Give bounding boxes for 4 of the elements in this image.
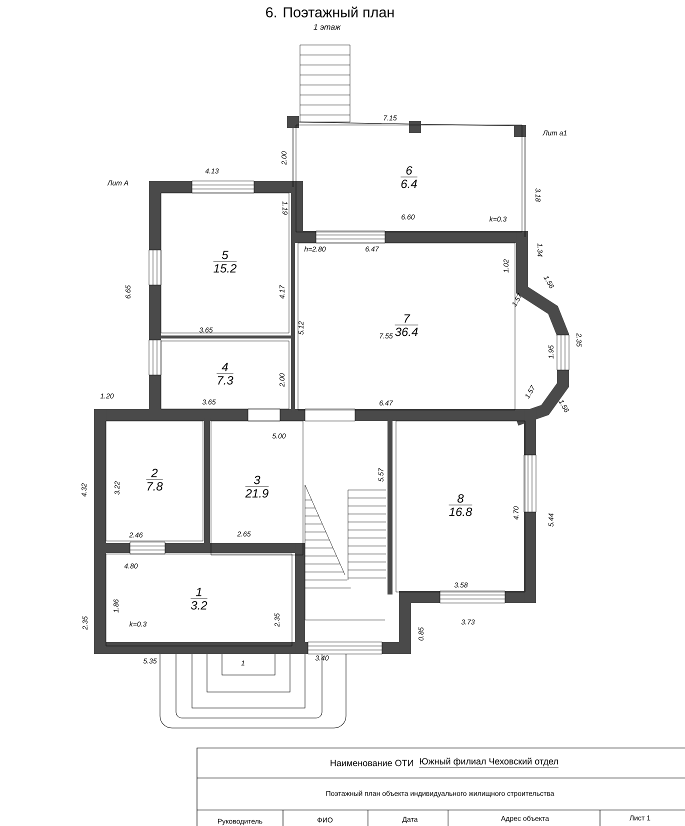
floor-label: 1 этаж: [314, 24, 341, 30]
heading: 6. Поэтажный план: [266, 6, 394, 18]
title-block-text: Наименование ОТИ: [330, 760, 414, 766]
title-block-text: Южный филиал Чеховский отдел: [419, 758, 559, 768]
